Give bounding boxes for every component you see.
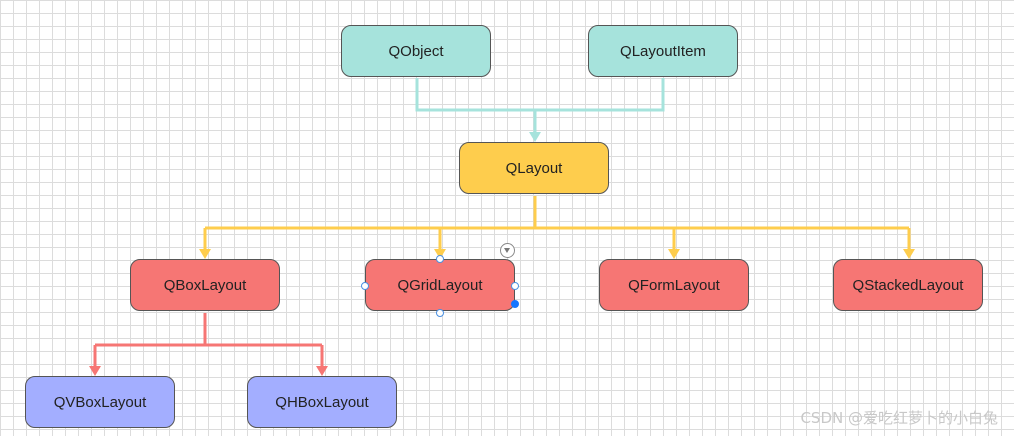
arrowhead-qstackedlayout — [903, 249, 915, 259]
selection-handle-left[interactable] — [361, 282, 369, 290]
node-qlayout[interactable]: QLayout — [459, 142, 609, 194]
arrowhead-qformlayout — [668, 249, 680, 259]
arrowhead-qhboxlayout — [316, 366, 328, 376]
connector-yellow — [203, 196, 911, 250]
chevron-down-icon[interactable] — [500, 243, 515, 258]
node-qvboxlayout[interactable]: QVBoxLayout — [25, 376, 175, 428]
watermark: CSDN @爱吃红萝卜的小白兔 — [800, 409, 998, 427]
node-qformlayout[interactable]: QFormLayout — [599, 259, 749, 311]
arrowhead-qgridlayout — [434, 249, 446, 259]
node-qobject[interactable]: QObject — [341, 25, 491, 77]
node-qhboxlayout[interactable]: QHBoxLayout — [247, 376, 397, 428]
selection-handle-top[interactable] — [436, 255, 444, 263]
selection-handle-right[interactable] — [511, 282, 519, 290]
node-qstackedlayout[interactable]: QStackedLayout — [833, 259, 983, 311]
connector-teal — [415, 78, 665, 133]
arrowhead-qvboxlayout — [89, 366, 101, 376]
arrowhead-qboxlayout — [199, 249, 211, 259]
node-qboxlayout[interactable]: QBoxLayout — [130, 259, 280, 311]
selection-handle-resize[interactable] — [511, 300, 519, 308]
arrowhead-qlayout — [529, 132, 541, 142]
selection-handle-bottom[interactable] — [436, 309, 444, 317]
connector-red — [93, 313, 324, 367]
node-qgridlayout[interactable]: QGridLayout — [365, 259, 515, 311]
node-qlayoutitem[interactable]: QLayoutItem — [588, 25, 738, 77]
